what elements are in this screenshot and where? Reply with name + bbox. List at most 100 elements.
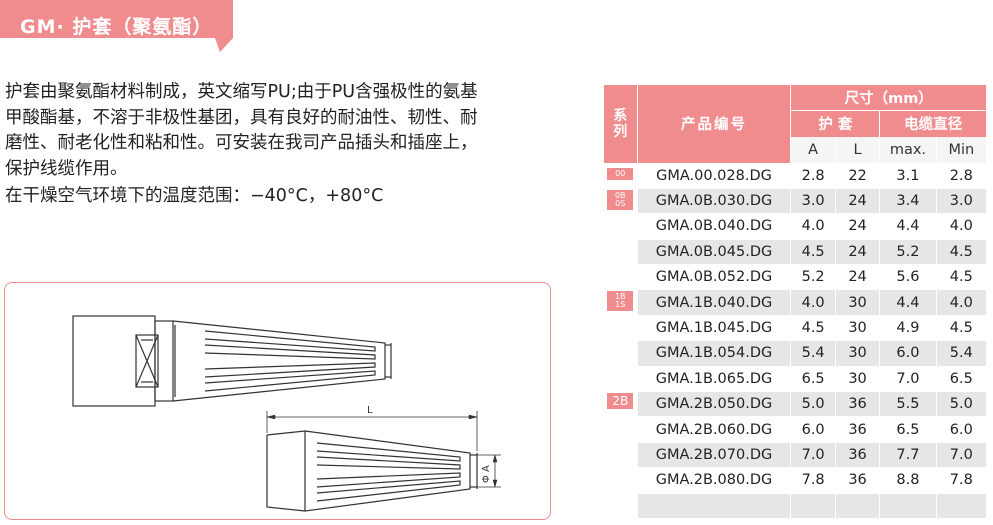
product-code-cell: GMA.0B.045.DG	[636, 238, 791, 265]
cable-min-cell: 6.5	[935, 365, 986, 392]
sleeve-l-cell: 22	[834, 162, 880, 189]
header-series: 系列	[604, 85, 638, 163]
cable-max-cell: 3.1	[879, 162, 937, 189]
cable-max-cell: 4.9	[879, 314, 937, 341]
sleeve-outline	[172, 320, 386, 402]
cable-min-cell: 4.0	[935, 213, 986, 240]
series-group-cell: 1B 1S	[604, 289, 638, 392]
series-tag: 00	[607, 167, 634, 180]
sleeve-a-cell: 6.5	[790, 365, 836, 392]
cable-min-cell: 7.0	[935, 441, 986, 468]
cable-min-cell: 4.5	[935, 238, 986, 265]
series-tag: 1B 1S	[607, 291, 634, 312]
empty-cell	[879, 492, 937, 518]
cable-min-cell: 4.0	[935, 289, 986, 316]
cable-max-cell: 4.4	[879, 213, 937, 240]
title-banner: GM· 护套（聚氨酯）	[0, 0, 233, 52]
table-row-empty	[604, 492, 986, 518]
product-code-cell: GMA.1B.045.DG	[636, 314, 791, 341]
header-size: 尺寸（mm）	[790, 85, 986, 110]
header-col-a: A	[790, 137, 836, 163]
connector-window	[135, 334, 159, 388]
sleeve-a-cell: 3.0	[790, 187, 836, 214]
sleeve-a-cell: 7.0	[790, 441, 836, 468]
empty-cell	[834, 492, 880, 518]
sleeve-drawing: L Φ A	[72, 315, 501, 512]
sleeve-l-cell: 24	[834, 187, 880, 214]
sleeve-a-cell: 5.0	[790, 391, 836, 417]
header-cable-diameter: 电缆直径	[879, 109, 986, 137]
series-tag: 2B	[607, 393, 634, 410]
sleeve-l-cell: 36	[834, 441, 880, 468]
cable-max-cell: 5.6	[879, 264, 937, 290]
intro-line: 磨性、耐老化性和粘和性。可安装在我司产品插头和插座上，	[5, 133, 478, 153]
sleeve-l-cell: 24	[834, 213, 880, 240]
cable-min-cell: 4.5	[935, 314, 986, 341]
cable-max-cell: 5.5	[879, 391, 937, 417]
sleeve-a-cell: 4.5	[790, 314, 836, 341]
sleeve-l-cell: 36	[834, 391, 880, 417]
cable-max-cell: 8.8	[879, 467, 937, 494]
header-product-code: 产品编号	[636, 85, 791, 163]
product-code-cell: GMA.2B.050.DG	[636, 391, 791, 417]
sleeve-side-view	[266, 430, 471, 512]
cable-min-cell: 3.0	[935, 187, 986, 214]
sleeve-a-cell: 5.4	[790, 340, 836, 367]
series-group-cell: 2B	[604, 391, 638, 494]
empty-cell	[935, 492, 986, 518]
product-code-cell: GMA.2B.080.DG	[636, 467, 791, 494]
series-group-cell	[604, 492, 638, 518]
cable-max-cell: 7.7	[879, 441, 937, 468]
sleeve-l-cell: 30	[834, 365, 880, 392]
banner-shape	[0, 0, 233, 52]
intro-line: 保护线缆作用。	[5, 158, 128, 179]
sleeve-l-cell: 30	[834, 289, 880, 316]
sleeve-a-cell: 4.0	[790, 213, 836, 240]
cable-min-cell: 6.0	[935, 416, 986, 443]
cable-min-cell: 5.4	[935, 340, 986, 367]
product-code-cell: GMA.0B.052.DG	[636, 264, 791, 290]
dimension-A-label: Φ A	[481, 465, 492, 483]
series-group-cell: 00	[604, 162, 638, 189]
drawing-panel: L Φ A	[4, 282, 551, 520]
cable-min-cell: 5.0	[935, 391, 986, 417]
temperature-range: 在干燥空气环境下的温度范围：−40°C，+80°C	[5, 186, 384, 206]
cable-min-cell: 2.8	[935, 162, 986, 189]
sleeve-a-cell: 7.8	[790, 467, 836, 494]
page-title: GM· 护套（聚氨酯）	[20, 16, 213, 38]
product-code-cell: GMA.2B.070.DG	[636, 441, 791, 468]
sleeve-l-cell: 36	[834, 467, 880, 494]
sleeve-a-cell: 4.0	[790, 289, 836, 316]
intro-text: 护套由聚氨酯材料制成，英文缩写PU;由于PU含强极性的氨基 甲酸酯基，不溶于非极…	[5, 80, 570, 210]
dimension-L-label: L	[367, 405, 373, 416]
empty-cell	[790, 492, 836, 518]
series-tag: 0B 0S	[607, 189, 634, 210]
product-code-cell: GMA.00.028.DG	[636, 162, 791, 189]
header-col-l: L	[834, 137, 880, 163]
sleeve-l-cell: 30	[834, 314, 880, 341]
connector-body	[72, 315, 156, 407]
header-series-label: 系列	[613, 107, 628, 140]
sleeve-collar	[154, 320, 174, 402]
product-code-cell: GMA.1B.040.DG	[636, 289, 791, 316]
empty-cell	[636, 492, 791, 518]
product-code-cell: GMA.2B.060.DG	[636, 416, 791, 443]
product-code-cell: GMA.1B.065.DG	[636, 365, 791, 392]
intro-line: 护套由聚氨酯材料制成，英文缩写PU;由于PU含强极性的氨基	[5, 82, 478, 102]
header-col-min: Min	[935, 137, 986, 163]
header-sleeve: 护 套	[790, 109, 880, 137]
cable-max-cell: 7.0	[879, 365, 937, 392]
